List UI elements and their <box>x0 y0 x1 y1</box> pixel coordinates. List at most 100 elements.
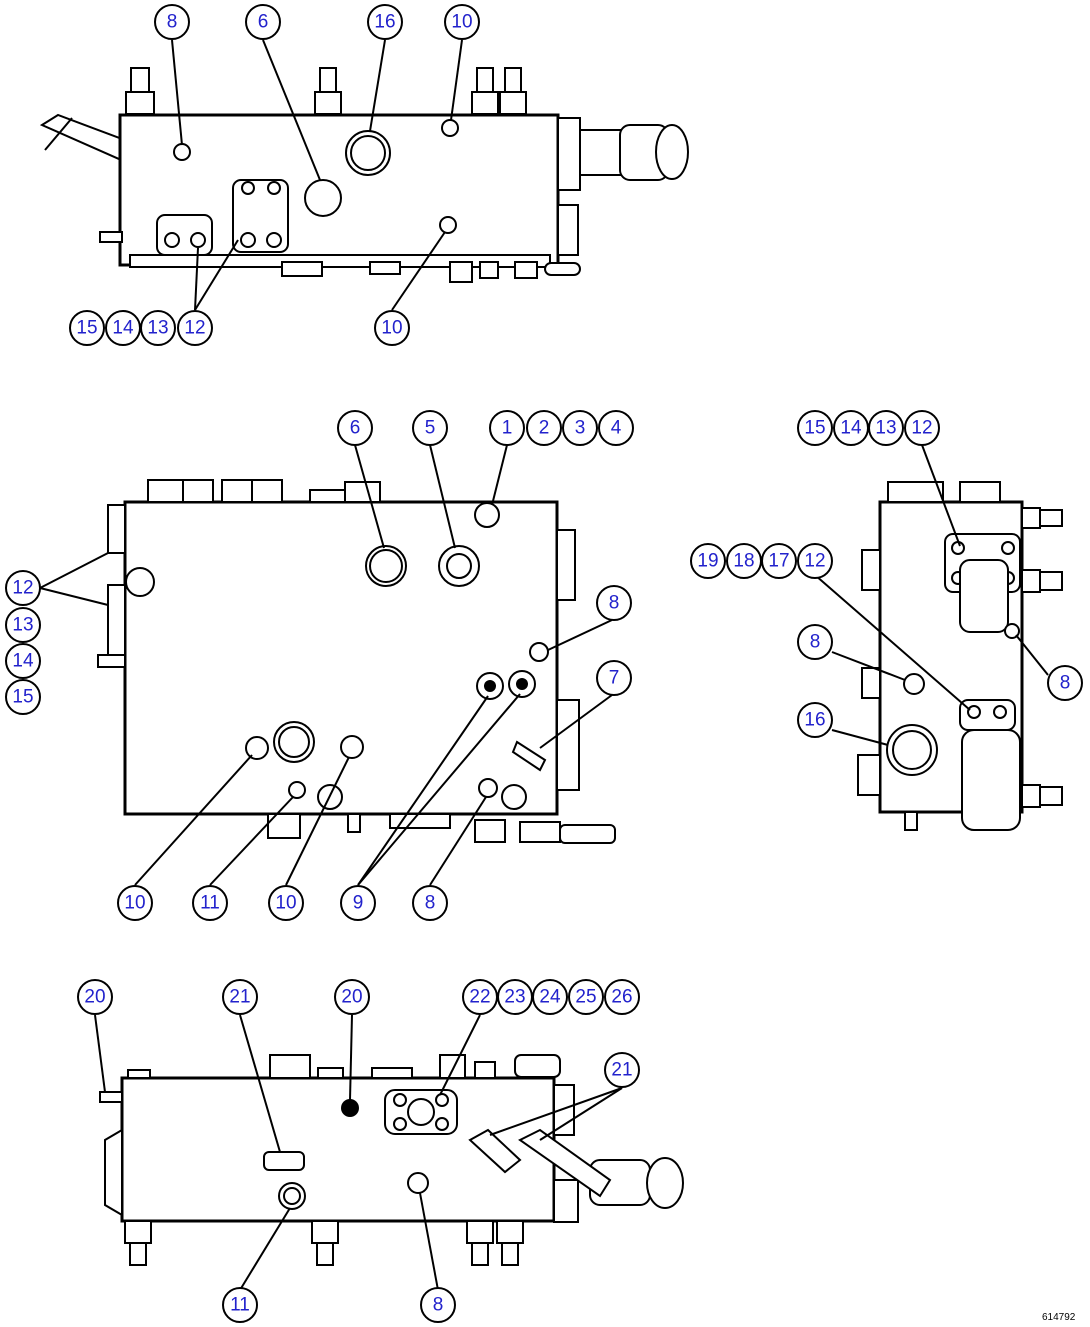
callout: 26 <box>604 979 640 1015</box>
svg-text:16: 16 <box>374 12 395 33</box>
svg-text:8: 8 <box>810 632 821 653</box>
svg-text:13: 13 <box>12 615 33 636</box>
callout: 20 <box>77 979 113 1015</box>
callout: 14 <box>833 410 869 446</box>
callouts-bottom: 20 21 20 22 23 24 25 26 21 11 8 <box>77 979 640 1323</box>
callouts-right: 15 14 13 12 19 18 17 12 8 8 16 <box>690 410 1083 738</box>
callout: 8 <box>412 885 448 921</box>
valve-body <box>123 500 559 816</box>
svg-text:24: 24 <box>539 987 561 1008</box>
svg-text:21: 21 <box>229 987 250 1008</box>
callout: 6 <box>245 4 281 40</box>
svg-text:12: 12 <box>12 578 33 599</box>
svg-text:15: 15 <box>804 418 825 439</box>
callout: 23 <box>497 979 533 1015</box>
svg-text:10: 10 <box>451 12 472 33</box>
right-view <box>814 444 1063 831</box>
callout: 15 <box>69 310 105 346</box>
callout: 2 <box>526 410 562 446</box>
callout: 3 <box>562 410 598 446</box>
svg-text:9: 9 <box>353 893 364 914</box>
callout: 6 <box>337 410 373 446</box>
svg-text:11: 11 <box>230 1295 250 1316</box>
callout: 10 <box>444 4 480 40</box>
callout: 12 <box>5 570 41 606</box>
svg-text:23: 23 <box>504 987 525 1008</box>
svg-text:13: 13 <box>875 418 896 439</box>
reference-code: 614792 <box>1042 1312 1076 1323</box>
svg-text:18: 18 <box>733 551 754 572</box>
svg-text:11: 11 <box>200 893 220 914</box>
svg-text:8: 8 <box>425 893 436 914</box>
callout: 21 <box>222 979 258 1015</box>
svg-text:8: 8 <box>167 12 178 33</box>
svg-text:14: 14 <box>112 318 134 339</box>
callout: 15 <box>5 679 41 715</box>
callout: 22 <box>462 979 498 1015</box>
callout: 12 <box>904 410 940 446</box>
callout: 8 <box>154 4 190 40</box>
callouts-middle: 6 5 1 2 3 4 12 13 14 15 8 7 10 11 10 9 8 <box>5 410 634 921</box>
callout: 9 <box>340 885 376 921</box>
callouts-top: 8 6 16 10 15 14 13 12 10 <box>69 4 480 346</box>
svg-text:12: 12 <box>911 418 932 439</box>
callout: 17 <box>761 543 797 579</box>
svg-text:8: 8 <box>609 593 620 614</box>
callout: 1 <box>489 410 525 446</box>
svg-text:14: 14 <box>840 418 862 439</box>
svg-text:6: 6 <box>258 12 269 33</box>
svg-text:4: 4 <box>611 418 622 439</box>
svg-text:21: 21 <box>611 1060 632 1081</box>
svg-text:16: 16 <box>804 710 825 731</box>
svg-text:14: 14 <box>12 651 34 672</box>
callout: 10 <box>268 885 304 921</box>
callout: 16 <box>367 4 403 40</box>
svg-text:15: 15 <box>76 318 97 339</box>
callout: 8 <box>1047 665 1083 701</box>
svg-text:26: 26 <box>611 987 632 1008</box>
callout: 20 <box>334 979 370 1015</box>
top-view <box>39 39 689 311</box>
callout: 10 <box>374 310 410 346</box>
svg-text:20: 20 <box>341 987 362 1008</box>
callout: 14 <box>5 643 41 679</box>
svg-text:10: 10 <box>275 893 296 914</box>
callout: 13 <box>5 607 41 643</box>
callout: 8 <box>797 624 833 660</box>
svg-text:7: 7 <box>609 668 620 689</box>
callout: 4 <box>598 410 634 446</box>
svg-text:6: 6 <box>350 418 361 439</box>
svg-text:22: 22 <box>469 987 490 1008</box>
callout: 10 <box>117 885 153 921</box>
svg-text:12: 12 <box>184 318 205 339</box>
callout: 14 <box>105 310 141 346</box>
callout: 8 <box>420 1287 456 1323</box>
svg-text:19: 19 <box>697 551 718 572</box>
callout: 15 <box>797 410 833 446</box>
svg-text:8: 8 <box>1060 673 1071 694</box>
svg-text:2: 2 <box>539 418 550 439</box>
callout: 16 <box>797 702 833 738</box>
callout: 7 <box>596 660 632 696</box>
callout: 11 <box>192 885 228 921</box>
svg-text:8: 8 <box>433 1295 444 1316</box>
svg-text:3: 3 <box>575 418 586 439</box>
callout: 13 <box>140 310 176 346</box>
callout: 5 <box>412 410 448 446</box>
svg-text:17: 17 <box>768 551 789 572</box>
callout: 19 <box>690 543 726 579</box>
callout: 11 <box>222 1287 258 1323</box>
middle-view <box>39 444 616 886</box>
callout: 25 <box>568 979 604 1015</box>
callout: 24 <box>532 979 568 1015</box>
svg-text:20: 20 <box>84 987 105 1008</box>
callout: 13 <box>868 410 904 446</box>
callout: 12 <box>177 310 213 346</box>
svg-text:10: 10 <box>124 893 145 914</box>
callout: 12 <box>797 543 833 579</box>
callout: 8 <box>596 585 632 621</box>
callout: 21 <box>604 1052 640 1088</box>
svg-text:12: 12 <box>804 551 825 572</box>
